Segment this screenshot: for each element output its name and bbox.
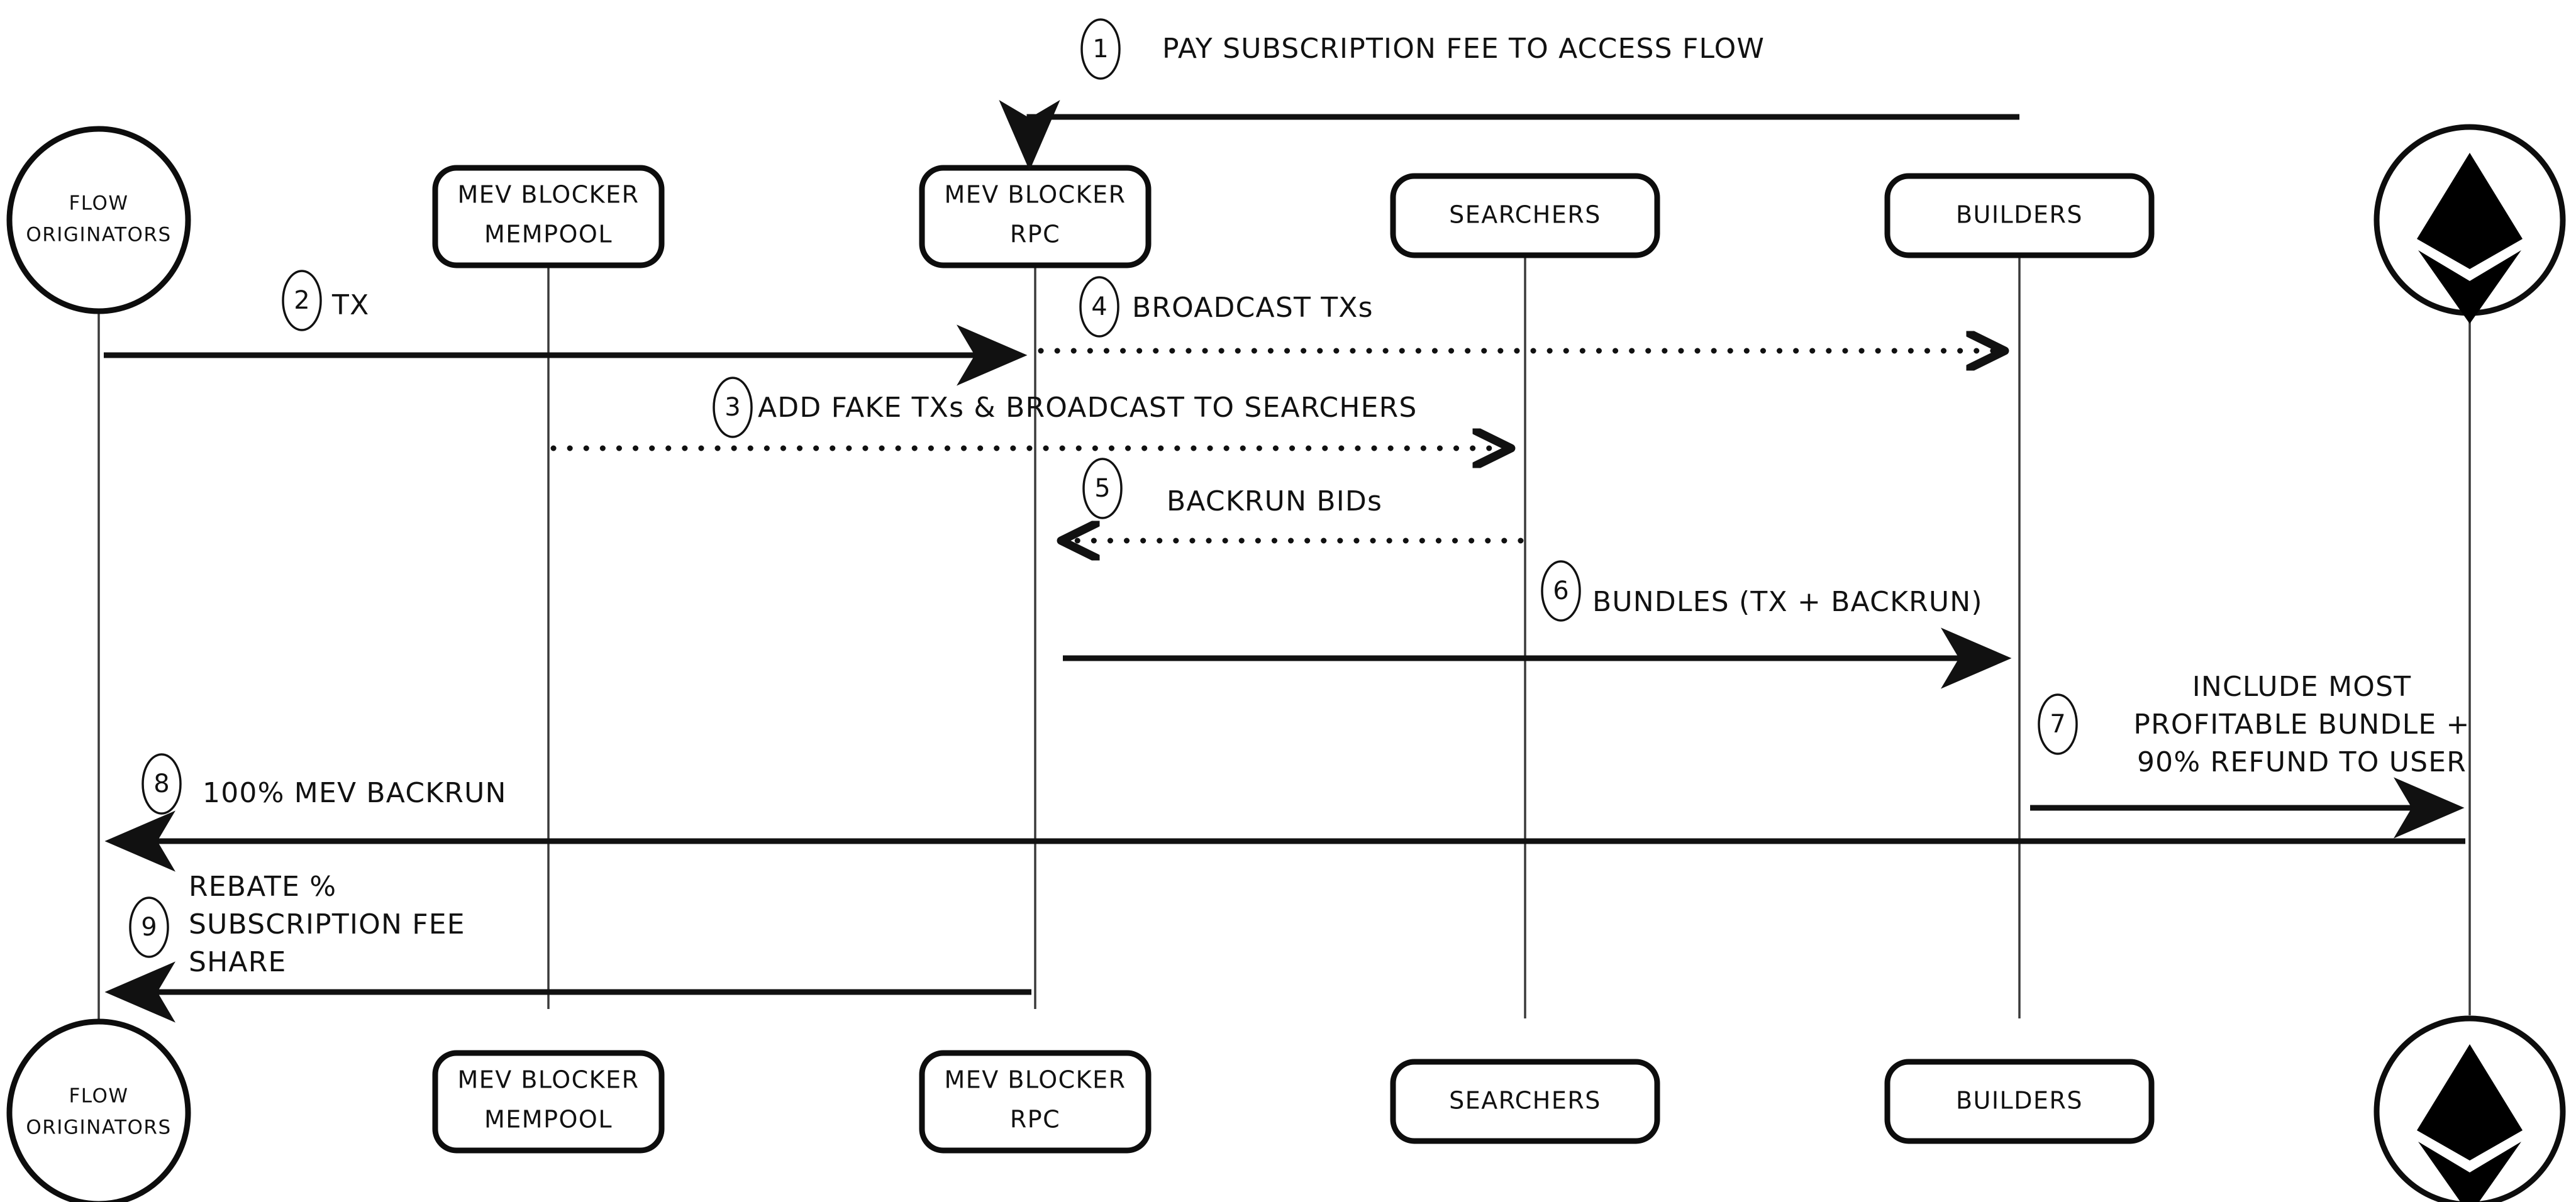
node-shape-rect <box>432 1050 665 1154</box>
node-label-line2: MEMPOOL <box>484 221 613 248</box>
message-7-label-line2: PROFITABLE BUNDLE + <box>2133 709 2470 741</box>
node-builders-bottom[interactable]: BUILDERS <box>1884 1059 2155 1144</box>
node-searchers-top[interactable]: SEARCHERS <box>1390 173 1660 258</box>
message-2-label: TX <box>331 289 369 321</box>
node-shape-rect <box>1884 173 2155 258</box>
step-badge-6 <box>1541 560 1581 622</box>
message-3: 3 ADD FAKE TXs & BROADCAST TO SEARCHERS <box>550 377 1509 448</box>
lifelines-group <box>97 220 2471 1025</box>
node-shape-rect <box>432 165 665 268</box>
node-mev-blocker-mempool-bottom[interactable]: MEV BLOCKER MEMPOOL <box>432 1050 665 1154</box>
message-6-label: BUNDLES (TX + BACKRUN) <box>1592 586 1983 618</box>
node-flow-originators-top[interactable]: FLOW ORIGINATORS <box>6 126 191 314</box>
node-shape-rect <box>919 1050 1152 1154</box>
node-ethereum-bottom[interactable] <box>2373 1015 2566 1202</box>
step-number-6: 6 <box>1553 576 1568 605</box>
node-shape-ellipse <box>6 126 191 314</box>
node-label-line1: MEV BLOCKER <box>944 1066 1126 1094</box>
message-6: 6 BUNDLES (TX + BACKRUN) <box>1063 560 2012 689</box>
node-shape-ellipse <box>6 1018 191 1202</box>
step-badge-5 <box>1082 458 1123 519</box>
step-number-2: 2 <box>294 286 309 315</box>
node-mev-blocker-rpc-top[interactable]: MEV BLOCKER RPC <box>919 165 1152 268</box>
message-7: 7 INCLUDE MOST PROFITABLE BUNDLE + 90% R… <box>2030 671 2470 839</box>
step-number-4: 4 <box>1091 292 1107 321</box>
message-4-label: BROADCAST TXs <box>1132 292 1374 324</box>
node-label-line1: FLOW <box>69 1085 128 1108</box>
node-flow-originators-bottom[interactable]: FLOW ORIGINATORS <box>6 1018 191 1202</box>
node-mev-blocker-mempool-top[interactable]: MEV BLOCKER MEMPOOL <box>432 165 665 268</box>
node-label-line1: BUILDERS <box>1956 1087 2083 1115</box>
message-4: 4 BROADCAST TXs <box>1038 276 2003 351</box>
message-9: 9 REBATE % SUBSCRIPTION FEE SHARE <box>104 871 1031 1023</box>
step-number-8: 8 <box>153 769 169 798</box>
message-1: 1 PAY SUBSCRIPTION FEE TO ACCESS FLOW <box>999 18 2019 171</box>
node-label-line2: RPC <box>1010 1106 1060 1133</box>
message-8: 8 100% MEV BACKRUN <box>104 753 2465 872</box>
ethereum-icon <box>2417 153 2523 324</box>
step-badge-3 <box>713 377 753 438</box>
ethereum-icon <box>2417 1044 2523 1202</box>
step-badge-4 <box>1079 276 1119 338</box>
step-number-9: 9 <box>141 913 157 942</box>
message-7-label-line3: 90% REFUND TO USER <box>2137 746 2467 778</box>
node-label-line2: ORIGINATORS <box>26 224 171 246</box>
message-9-label-line3: SHARE <box>189 946 287 978</box>
node-label-line1: MEV BLOCKER <box>457 1066 639 1094</box>
node-mev-blocker-rpc-bottom[interactable]: MEV BLOCKER RPC <box>919 1050 1152 1154</box>
node-label-line1: FLOW <box>69 192 128 215</box>
message-1-arrow <box>999 100 2019 171</box>
node-label-line2: RPC <box>1010 221 1060 248</box>
node-label-line2: ORIGINATORS <box>26 1117 171 1139</box>
node-label-line1: BUILDERS <box>1956 201 2083 229</box>
node-shape-rect <box>1390 1059 1660 1144</box>
step-badge-7 <box>2038 693 2078 755</box>
node-label-line2: MEMPOOL <box>484 1106 613 1133</box>
step-badge-9 <box>129 896 169 958</box>
message-9-label-line2: SUBSCRIPTION FEE <box>189 908 465 940</box>
node-shape-rect <box>1884 1059 2155 1144</box>
message-5: 5 BACKRUN BIDs <box>1063 458 1524 541</box>
node-ethereum-top[interactable] <box>2373 124 2566 324</box>
node-builders-top[interactable]: BUILDERS <box>1884 173 2155 258</box>
step-badge-8 <box>142 753 182 815</box>
message-5-label: BACKRUN BIDs <box>1167 485 1382 517</box>
step-badge-2 <box>282 270 322 331</box>
node-shape-rect <box>1390 173 1660 258</box>
step-badge-1 <box>1080 18 1121 80</box>
message-7-label-line1: INCLUDE MOST <box>2192 671 2412 703</box>
message-9-label-line1: REBATE % <box>189 871 336 903</box>
node-label-line1: SEARCHERS <box>1449 201 1601 229</box>
node-searchers-bottom[interactable]: SEARCHERS <box>1390 1059 1660 1144</box>
step-number-1: 1 <box>1092 35 1108 63</box>
step-number-5: 5 <box>1094 474 1110 503</box>
message-2: 2 TX <box>104 270 1028 386</box>
step-number-7: 7 <box>2050 710 2065 739</box>
message-8-label: 100% MEV BACKRUN <box>203 777 507 809</box>
message-1-label: PAY SUBSCRIPTION FEE TO ACCESS FLOW <box>1162 33 1765 65</box>
node-label-line1: MEV BLOCKER <box>944 181 1126 209</box>
message-3-label: ADD FAKE TXs & BROADCAST TO SEARCHERS <box>758 392 1418 424</box>
node-label-line1: MEV BLOCKER <box>457 181 639 209</box>
node-label-line1: SEARCHERS <box>1449 1087 1601 1115</box>
step-number-3: 3 <box>724 393 740 422</box>
